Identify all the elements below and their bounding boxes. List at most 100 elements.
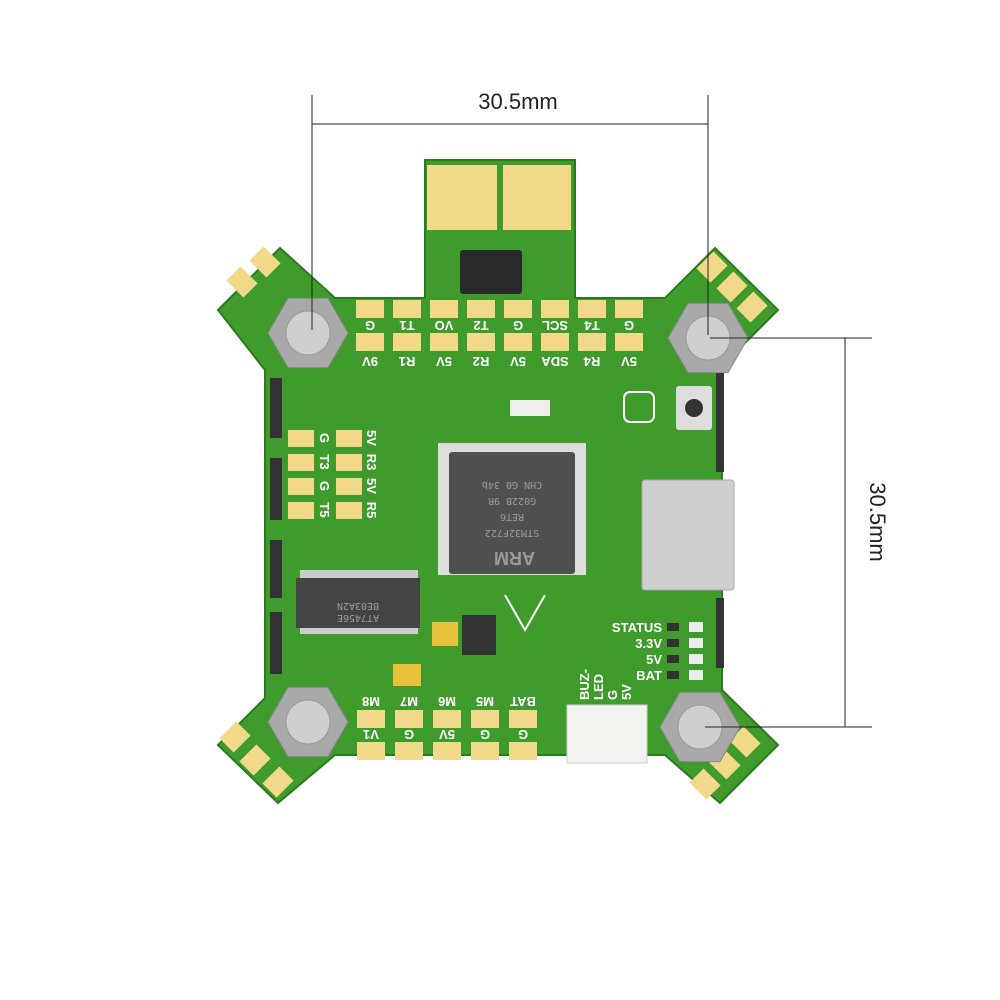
motor-pads-corners (219, 246, 768, 800)
standoff-nut (267, 297, 349, 369)
pad-label: 5V (621, 354, 637, 369)
pad (541, 300, 569, 318)
pad-label: G (365, 318, 375, 333)
led (689, 622, 703, 632)
power-pad-left (427, 165, 497, 230)
pad-label: 5V (510, 354, 526, 369)
pad-label: R1 (399, 354, 416, 369)
pad (504, 333, 532, 351)
connector-pin-label: BUZ- (577, 669, 592, 700)
pad-label: G (518, 727, 528, 742)
connector-pin-label: LED (591, 674, 606, 700)
led (667, 623, 679, 631)
led (689, 654, 703, 664)
crystal (510, 400, 550, 416)
osd-chip: AT7456E BE03A2N (296, 570, 420, 634)
pad (578, 300, 606, 318)
pad (288, 430, 314, 447)
diode (460, 250, 522, 294)
standoff-nut (267, 686, 349, 758)
pad (509, 710, 537, 728)
mcu-marking: RET6 (500, 511, 524, 522)
pad (357, 742, 385, 760)
pad (615, 300, 643, 318)
pad-label: M5 (476, 694, 494, 709)
pad-label: M8 (362, 694, 380, 709)
led (667, 655, 679, 663)
pad-label: 5V (364, 430, 379, 446)
dimension-vertical-label: 30.5mm (865, 482, 890, 561)
capacitor (432, 622, 458, 646)
arrow-logo (504, 594, 546, 633)
pad (288, 502, 314, 519)
pad-label: 5V (436, 354, 452, 369)
pad-label: G (404, 727, 414, 742)
mcu-marking: G022B 9R (487, 495, 536, 506)
dimension-horizontal-label: 30.5mm (478, 89, 557, 114)
pad-label: R4 (583, 354, 600, 369)
side-connectors (270, 372, 724, 674)
pad-label: BAT (510, 694, 536, 709)
pad-label: M6 (438, 694, 456, 709)
dimension-vertical (705, 337, 872, 728)
standoff-nut (667, 302, 749, 374)
pad (430, 333, 458, 351)
mcu-marking: STM32F722 (485, 527, 539, 538)
pad-label: T1 (399, 318, 414, 333)
pad (393, 300, 421, 318)
capacitor-2 (393, 664, 421, 686)
pad-label: 9V (362, 354, 378, 369)
led (689, 638, 703, 648)
pad-label: 5V (439, 727, 455, 742)
pad (467, 333, 495, 351)
pad-label: T2 (473, 318, 488, 333)
standoff-nut (659, 691, 741, 763)
pad-label: G (317, 433, 332, 443)
pad (615, 333, 643, 351)
pad (433, 710, 461, 728)
led-label: 3.3V (635, 636, 662, 651)
pad-label: R3 (364, 454, 379, 471)
usb-port (641, 479, 735, 591)
pad (471, 710, 499, 728)
jst-connector (566, 704, 648, 764)
led-label: 5V (646, 652, 662, 667)
pad (430, 300, 458, 318)
led (667, 639, 679, 647)
pad-label: T3 (317, 454, 332, 469)
pad-label: M7 (400, 694, 418, 709)
led-label: STATUS (612, 620, 662, 635)
power-pad-right (503, 165, 571, 230)
pad-label: V1 (363, 727, 379, 742)
pad-label: SDA (541, 354, 569, 369)
pad (356, 300, 384, 318)
pad-label: T4 (584, 318, 600, 333)
pad (541, 333, 569, 351)
pad (336, 502, 362, 519)
pad-label: R2 (473, 354, 490, 369)
pad (433, 742, 461, 760)
pad (509, 742, 537, 760)
pad-label: G (480, 727, 490, 742)
brand-logo (623, 391, 655, 423)
pad (357, 710, 385, 728)
pad (356, 333, 384, 351)
pad-label: G (624, 318, 634, 333)
pad-label: T5 (317, 502, 332, 517)
led (689, 670, 703, 680)
pad (336, 430, 362, 447)
connector-pin-label: G (605, 690, 620, 700)
pad (393, 333, 421, 351)
button-cap (685, 399, 703, 417)
led (667, 671, 679, 679)
mcu-marking: CHN G0 34b (482, 479, 542, 490)
led-label: BAT (636, 668, 662, 683)
pad (504, 300, 532, 318)
dimension-horizontal (311, 95, 709, 335)
pad-label: 5V (364, 478, 379, 494)
pad (288, 478, 314, 495)
pad (336, 478, 362, 495)
